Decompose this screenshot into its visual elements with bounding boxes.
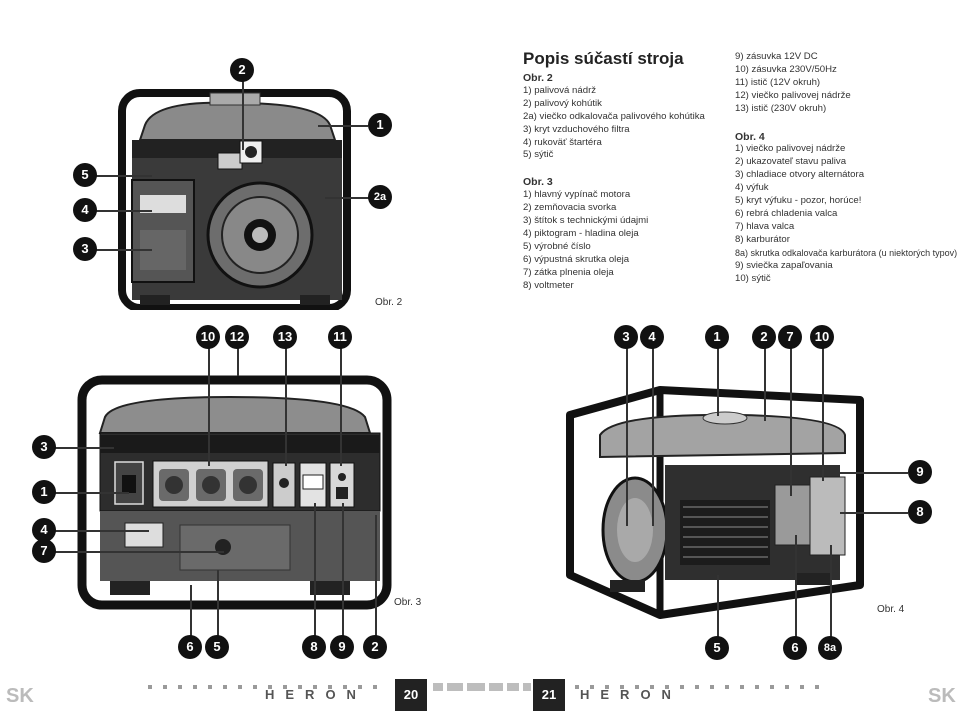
callout-obr3-1: 1 (32, 480, 56, 504)
page-number-left: 20 (395, 679, 427, 711)
language-code-right: SK (928, 685, 956, 707)
callout-obr3-3: 3 (32, 435, 56, 459)
generator-side-illustration (566, 386, 864, 619)
list-item: 8) voltmeter (523, 279, 574, 291)
callout-obr3-6: 6 (178, 635, 202, 659)
list-item: 1) viečko palivovej nádrže (735, 143, 846, 155)
list-item: 10) zásuvka 230V/50Hz (735, 63, 837, 75)
callout-obr4-7: 7 (778, 325, 802, 349)
parts-list-left: Obr. 2 1) palivová nádrž 2) palivový koh… (523, 72, 723, 293)
generator-control-panel-illustration (77, 375, 392, 610)
list-item: 8a) skrutka odkalovača karburátora (u ni… (735, 247, 958, 258)
list-item: 8) karburátor (735, 233, 790, 245)
list-item: 2a) viečko odkalovača palivového kohútik… (523, 110, 705, 122)
section-heading: Obr. 4 (735, 130, 765, 143)
list-item: 5) výrobné číslo (523, 240, 591, 252)
list-item: 2) palivový kohútik (523, 97, 602, 109)
callout-obr2-5: 5 (73, 163, 97, 187)
callout-obr2-4: 4 (73, 198, 97, 222)
list-item: 6) rebrá chladenia valca (735, 207, 838, 219)
figure-caption-obr2: Obr. 2 (375, 297, 403, 308)
callout-obr4-3: 3 (614, 325, 638, 349)
section-heading: Obr. 3 (523, 176, 553, 189)
list-item: 1) hlavný vypínač motora (523, 189, 631, 201)
callout-obr4-9: 9 (908, 460, 932, 484)
callout-obr4-8: 8 (908, 500, 932, 524)
callout-obr2-3: 3 (73, 237, 97, 261)
callout-obr3-7: 7 (32, 539, 56, 563)
callout-obr4-10: 10 (810, 325, 834, 349)
callout-obr3-4: 4 (32, 518, 56, 542)
callout-obr3-10: 10 (196, 325, 220, 349)
figure-caption-obr3: Obr. 3 (394, 597, 422, 608)
list-item: 3) kryt vzduchového filtra (523, 123, 630, 135)
list-item: 5) sýtič (523, 149, 554, 161)
list-item: 7) hlava valca (735, 220, 795, 232)
brand-logo-right: HERON (580, 687, 682, 702)
callout-obr3-5: 5 (205, 635, 229, 659)
list-item: 6) výpustná skrutka oleja (523, 253, 630, 265)
callout-obr2-2: 2 (230, 58, 254, 82)
parts-list-right: 9) zásuvka 12V DC 10) zásuvka 230V/50Hz … (735, 51, 958, 285)
callout-obr3-2: 2 (363, 635, 387, 659)
page-footer: SK SK HERON 20 21 HERON (0, 675, 960, 716)
callout-obr2-2a: 2a (368, 185, 392, 209)
page-title: Popis súčastí stroja (523, 49, 684, 68)
callout-obr3-8: 8 (302, 635, 326, 659)
callout-obr3-13: 13 (273, 325, 297, 349)
list-item: 10) sýtič (735, 272, 771, 284)
figure-obr4: 3 4 1 2 7 10 9 8 5 6 8a Obr. 4 (540, 325, 950, 665)
callout-obr4-2: 2 (752, 325, 776, 349)
callout-obr3-12: 12 (225, 325, 249, 349)
page-number-right: 21 (533, 679, 565, 711)
callout-obr4-5: 5 (705, 636, 729, 660)
list-item: 4) rukoväť štartéra (523, 136, 602, 148)
callout-obr2-1: 1 (368, 113, 392, 137)
list-item: 4) piktogram - hladina oleja (523, 227, 639, 239)
list-item: 9) zásuvka 12V DC (735, 51, 818, 62)
list-item: 5) kryt výfuku - pozor, horúce! (735, 195, 862, 207)
callout-obr4-1: 1 (705, 325, 729, 349)
list-item: 2) ukazovateľ stavu paliva (735, 156, 847, 168)
list-item: 3) chladiace otvory alternátora (735, 169, 865, 181)
callout-obr4-6: 6 (783, 636, 807, 660)
list-item: 9) sviečka zapaľovania (735, 259, 833, 271)
list-item: 1) palivová nádrž (523, 84, 597, 96)
figure-caption-obr4: Obr. 4 (877, 604, 905, 615)
list-item: 13) istič (230V okruh) (735, 102, 827, 114)
list-item: 7) zátka plnenia oleja (523, 266, 614, 278)
list-item: 2) zemňovacia svorka (523, 202, 617, 214)
callout-obr3-11: 11 (328, 325, 352, 349)
list-item: 3) štítok s technickými údajmi (523, 215, 649, 227)
brand-logo-left: HERON (265, 687, 367, 702)
callout-obr4-4: 4 (640, 325, 664, 349)
generator-front-illustration (118, 89, 351, 310)
callout-obr4-8a: 8a (818, 636, 842, 660)
language-code-left: SK (6, 685, 34, 707)
list-item: 12) viečko palivovej nádrže (735, 89, 851, 101)
figure-obr2: 2 1 5 2a 4 3 Obr. 2 (70, 55, 410, 310)
section-heading: Obr. 2 (523, 72, 553, 84)
figure-obr3: 10 12 13 11 3 1 4 7 6 5 8 9 2 Obr. 3 (30, 325, 430, 665)
list-item: 11) istič (12V okruh) (735, 76, 821, 88)
list-item: 4) výfuk (735, 182, 769, 194)
callout-obr3-9: 9 (330, 635, 354, 659)
